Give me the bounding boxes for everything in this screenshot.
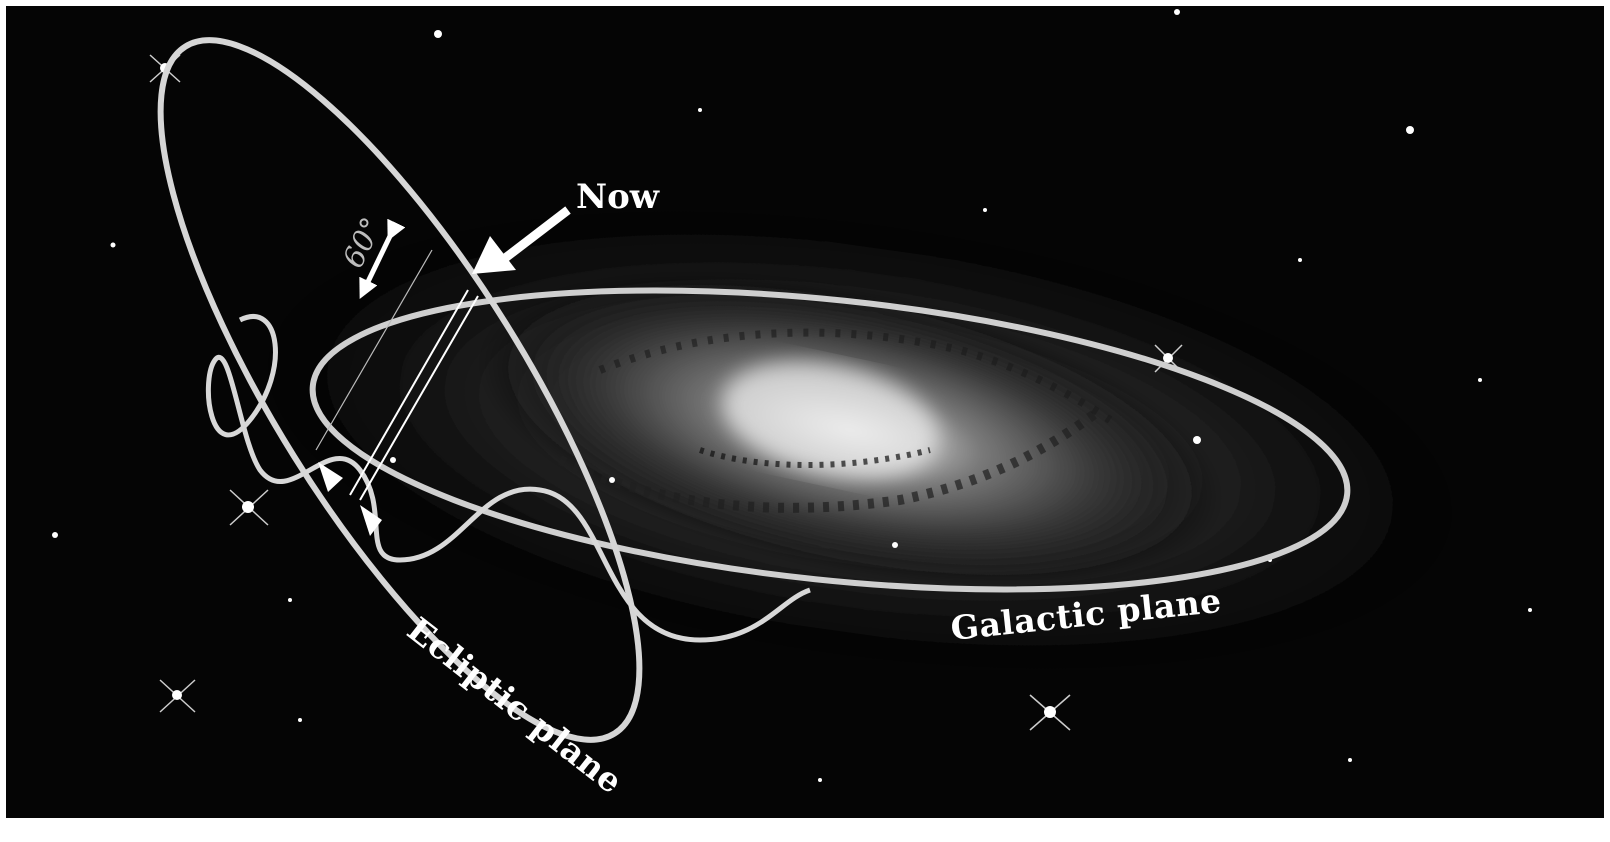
now-label: Now bbox=[576, 177, 660, 217]
direction-arrows-icon bbox=[318, 462, 382, 536]
solar-orbit-path bbox=[205, 314, 811, 643]
angle-guides bbox=[315, 249, 479, 501]
angle-double-arrow-icon bbox=[359, 218, 406, 300]
ecliptic-plane-ring bbox=[157, 37, 643, 743]
galactic-plane-ring bbox=[309, 287, 1351, 593]
spiral-galaxy-image bbox=[225, 195, 1495, 685]
now-arrow-icon bbox=[472, 206, 571, 274]
